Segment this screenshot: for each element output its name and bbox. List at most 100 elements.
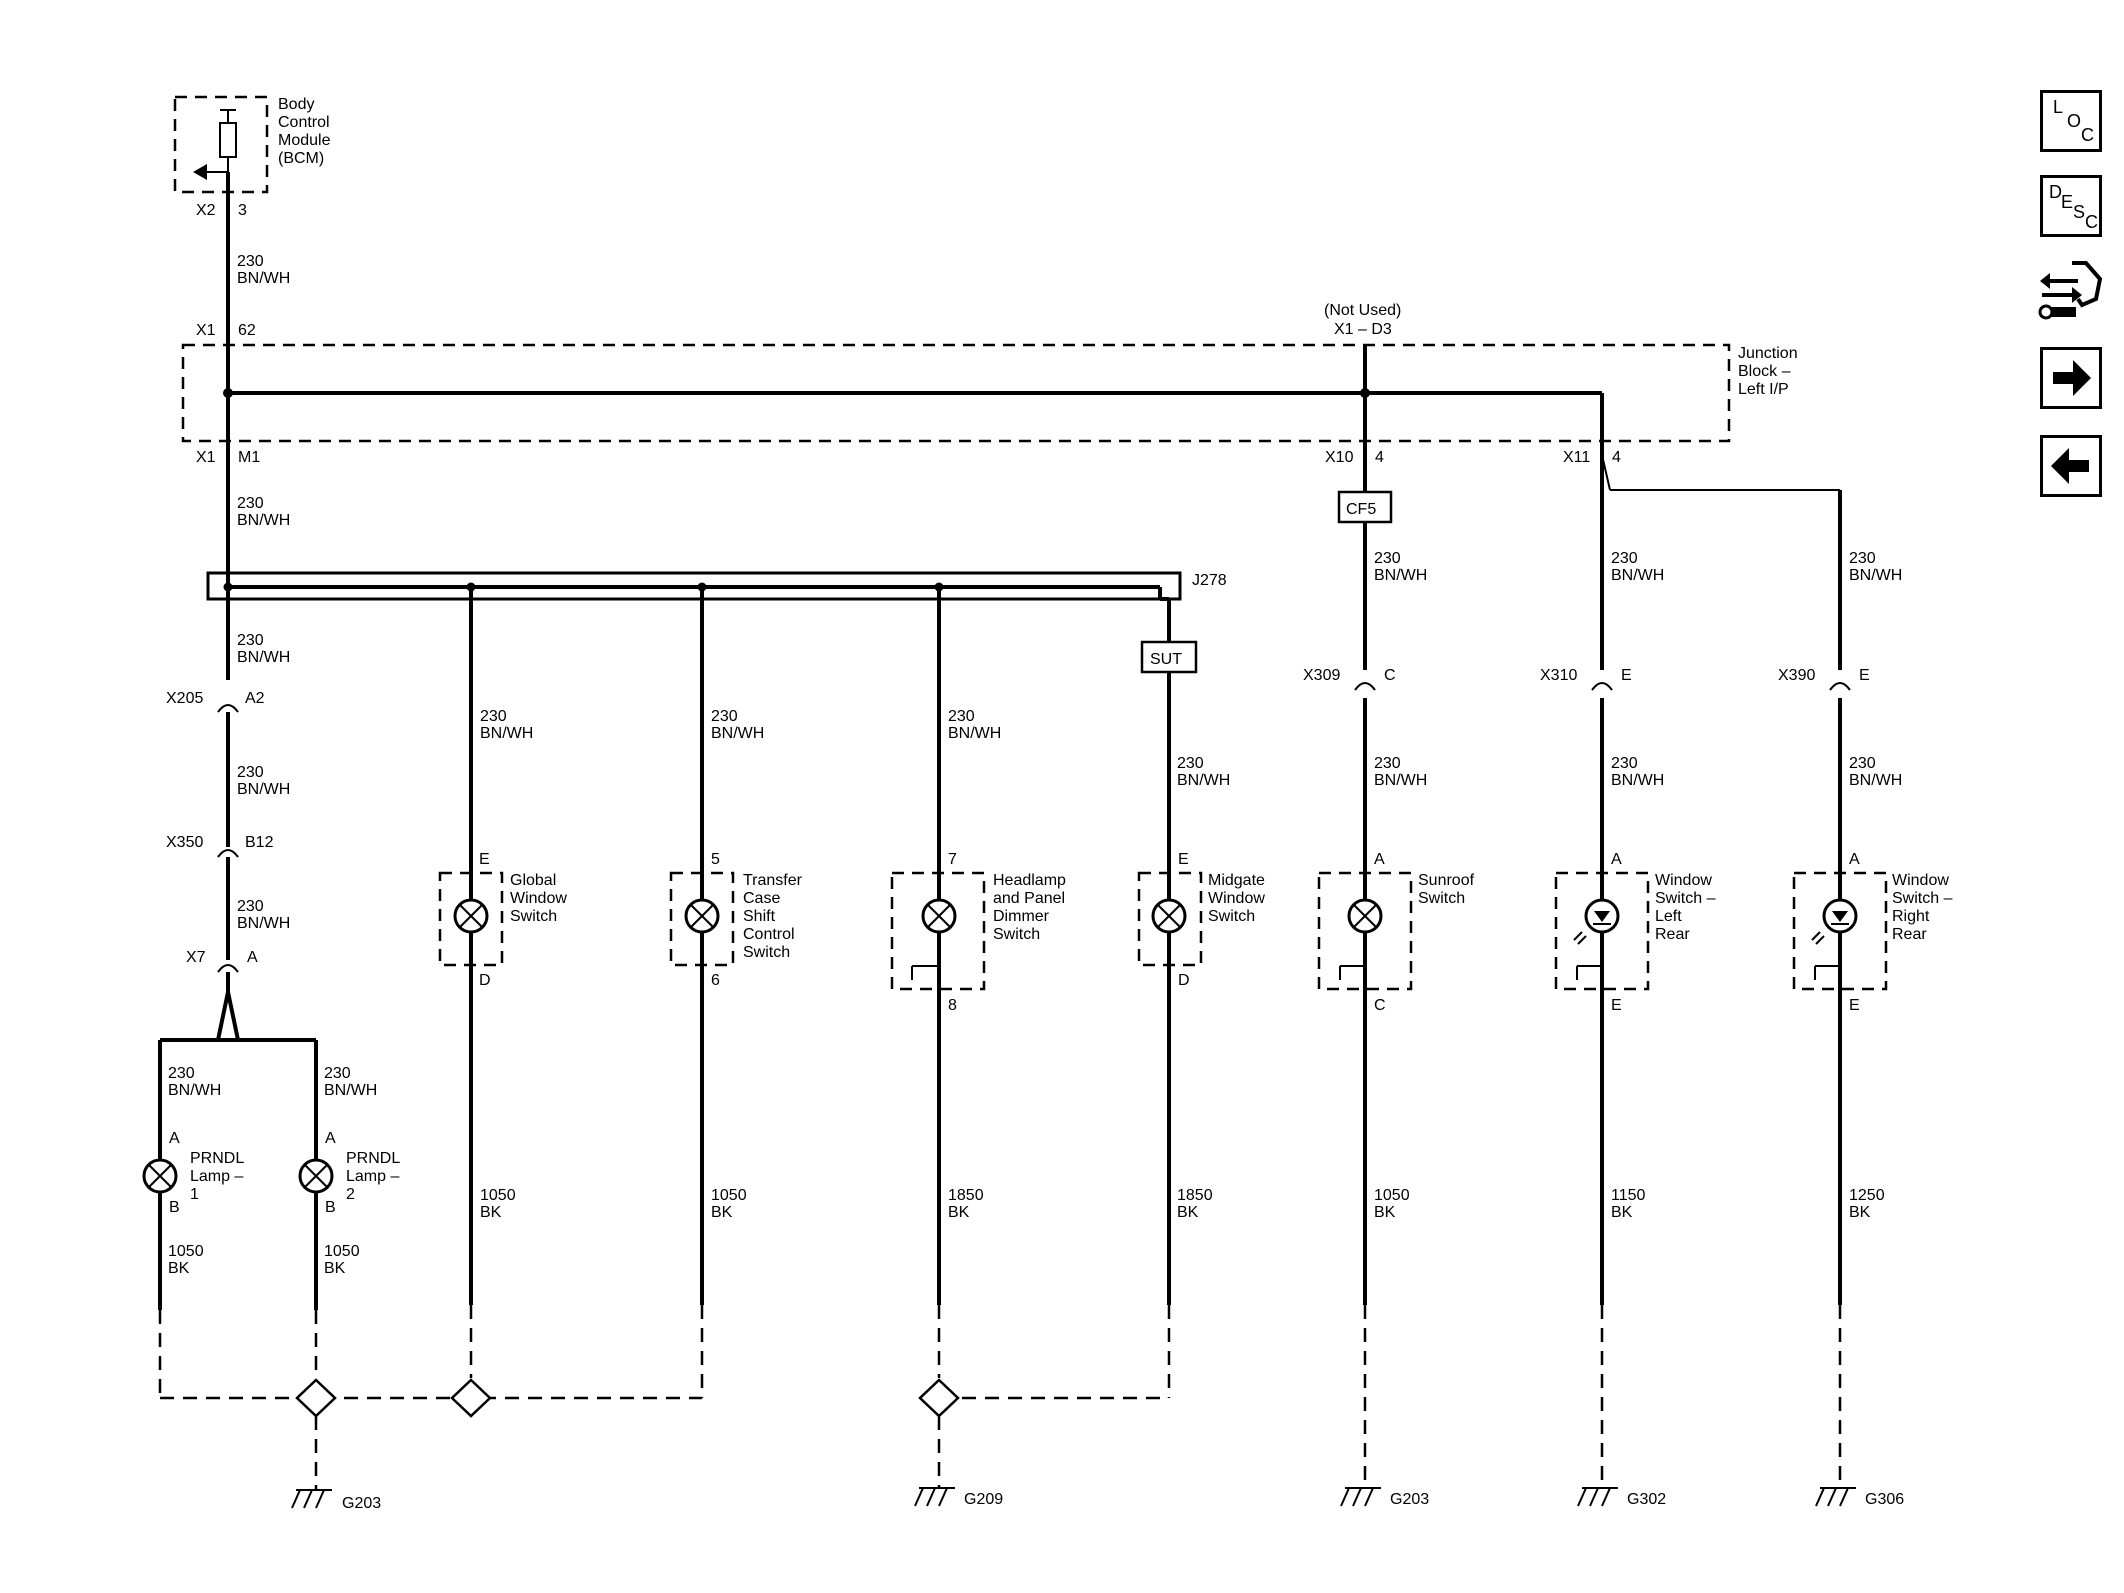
svg-text:CF5: CF5: [1346, 501, 1376, 518]
window-switch-left-rear: A E Window Switch – Left Rear: [1554, 851, 1716, 1014]
svg-text:D: D: [1178, 972, 1190, 989]
junction-block: Junction Block – Left I/P (Not Used) X1 …: [181, 302, 1798, 443]
location-button[interactable]: L O C: [2040, 90, 2102, 152]
splice-label: J278: [1192, 572, 1227, 589]
wire-label-lr-top-2: BN/WH: [1611, 567, 1664, 584]
bcm-label-2: Control: [278, 114, 330, 131]
wire-label-sunroof-bot-2: BK: [1374, 1204, 1396, 1221]
svg-text:Sunroof: Sunroof: [1418, 872, 1475, 889]
svg-text:E: E: [479, 851, 490, 868]
description-button[interactable]: D E S C: [2040, 175, 2102, 237]
ground-g209: G209: [914, 1487, 1003, 1508]
wire-label-global-bot-1: 1050: [480, 1187, 516, 1204]
connector-x390: X390 E: [1778, 667, 1870, 691]
wire-label-sunroof-mid-2: BN/WH: [1374, 772, 1427, 789]
svg-text:C: C: [1384, 667, 1396, 684]
svg-text:A2: A2: [245, 690, 265, 707]
wire-label-rr-top-2: BN/WH: [1849, 567, 1902, 584]
ground-g203-left: G203: [291, 1489, 381, 1512]
svg-text:2: 2: [346, 1186, 355, 1203]
wire-label-lr-mid-2: BN/WH: [1611, 772, 1664, 789]
svg-text:Switch –: Switch –: [1892, 890, 1953, 907]
svg-text:Lamp –: Lamp –: [346, 1168, 399, 1185]
svg-text:and Panel: and Panel: [993, 890, 1065, 907]
svg-text:6: 6: [711, 972, 720, 989]
svg-text:SUT: SUT: [1150, 651, 1182, 668]
svg-text:X309: X309: [1303, 667, 1340, 684]
svg-text:A: A: [247, 949, 258, 966]
svg-text:Switch: Switch: [1208, 908, 1255, 925]
svg-text:A: A: [1374, 851, 1385, 868]
x1-m1-pin: M1: [238, 449, 260, 466]
wire-label-prndl2-bot-2: BK: [324, 1260, 346, 1277]
desc-letter-d: D: [2049, 182, 2062, 202]
global-window-switch: E D Global Window Switch: [438, 851, 567, 989]
wire-label-rr-bot-2: BK: [1849, 1204, 1871, 1221]
svg-text:B: B: [325, 1199, 336, 1216]
x1-62-conn: X1: [196, 322, 216, 339]
wire-label-prndl1-top-2: BN/WH: [168, 1082, 221, 1099]
splice-j278: J278: [206, 571, 1227, 601]
wire-label-bcm-2: BN/WH: [237, 270, 290, 287]
svg-text:X350: X350: [166, 834, 203, 851]
ground-g306: G306: [1815, 1487, 1904, 1508]
svg-text:Headlamp: Headlamp: [993, 872, 1066, 889]
connector-view-icon[interactable]: [2038, 255, 2104, 325]
wire-label-x205-2: BN/WH: [237, 781, 290, 798]
svg-text:8: 8: [948, 997, 957, 1014]
svg-text:Switch: Switch: [510, 908, 557, 925]
x10-conn: X10: [1325, 449, 1354, 466]
desc-letter-e: E: [2061, 192, 2074, 212]
wire-label-sunroof-top-1: 230: [1374, 550, 1401, 567]
svg-text:A: A: [1849, 851, 1860, 868]
jb-label-1: Junction: [1738, 345, 1798, 362]
x1-m1-conn: X1: [196, 449, 216, 466]
sunroof-switch: A C Sunroof Switch: [1317, 851, 1475, 1014]
connector-x309: X309 C: [1303, 667, 1396, 691]
wire-label-rr-mid-2: BN/WH: [1849, 772, 1902, 789]
wire-label-headlamp-top-1: 230: [948, 708, 975, 725]
prndl-lamp-1: A B PRNDL Lamp – 1: [142, 1130, 244, 1216]
svg-text:D: D: [479, 972, 491, 989]
svg-text:E: E: [1621, 667, 1632, 684]
midgate-window-switch: E D Midgate Window Switch: [1137, 851, 1265, 989]
bcm-label-3: Module: [278, 132, 331, 149]
jb-label-3: Left I/P: [1738, 381, 1789, 398]
svg-text:Transfer: Transfer: [743, 872, 803, 889]
svg-text:A: A: [325, 1130, 336, 1147]
svg-text:X205: X205: [166, 690, 203, 707]
connector-x350: X350 B12: [166, 834, 274, 957]
wire-label-midgate-top-1: 230: [1177, 755, 1204, 772]
svg-text:C: C: [1374, 997, 1386, 1014]
cf5-label: CF5: [1337, 490, 1393, 524]
svg-text:E: E: [1178, 851, 1189, 868]
svg-text:PRNDL: PRNDL: [190, 1150, 244, 1167]
bcm-conn: X2: [196, 202, 216, 219]
next-page-button[interactable]: [2040, 347, 2102, 409]
bcm-label-4: (BCM): [278, 150, 324, 167]
wire-label-midgate-top-2: BN/WH: [1177, 772, 1230, 789]
wire-label-sunroof-bot-1: 1050: [1374, 1187, 1410, 1204]
wire-label-x350-1: 230: [237, 898, 264, 915]
svg-text:Switch –: Switch –: [1655, 890, 1716, 907]
svg-text:G203: G203: [342, 1495, 381, 1512]
svg-text:A: A: [1611, 851, 1622, 868]
svg-text:Window: Window: [510, 890, 567, 907]
wire-label-lr-top-1: 230: [1611, 550, 1638, 567]
bcm-module: Body Control Module (BCM) X2 3: [173, 95, 331, 219]
wire-label-rr-top-1: 230: [1849, 550, 1876, 567]
wire-label-lr-mid-1: 230: [1611, 755, 1638, 772]
x1-62-pin: 62: [238, 322, 256, 339]
wire-label-midgate-bot-1: 1850: [1177, 1187, 1213, 1204]
wire-label-headlamp-top-2: BN/WH: [948, 725, 1001, 742]
previous-page-button[interactable]: [2040, 435, 2102, 497]
svg-text:Midgate: Midgate: [1208, 872, 1265, 889]
svg-text:Rear: Rear: [1655, 926, 1690, 943]
svg-text:Left: Left: [1655, 908, 1682, 925]
wire-label-transfer-bot-1: 1050: [711, 1187, 747, 1204]
wire-label-prndl1-bot-1: 1050: [168, 1243, 204, 1260]
svg-text:Lamp –: Lamp –: [190, 1168, 243, 1185]
wire-label-rr-mid-1: 230: [1849, 755, 1876, 772]
svg-text:Rear: Rear: [1892, 926, 1927, 943]
wire-label-prndl2-bot-1: 1050: [324, 1243, 360, 1260]
